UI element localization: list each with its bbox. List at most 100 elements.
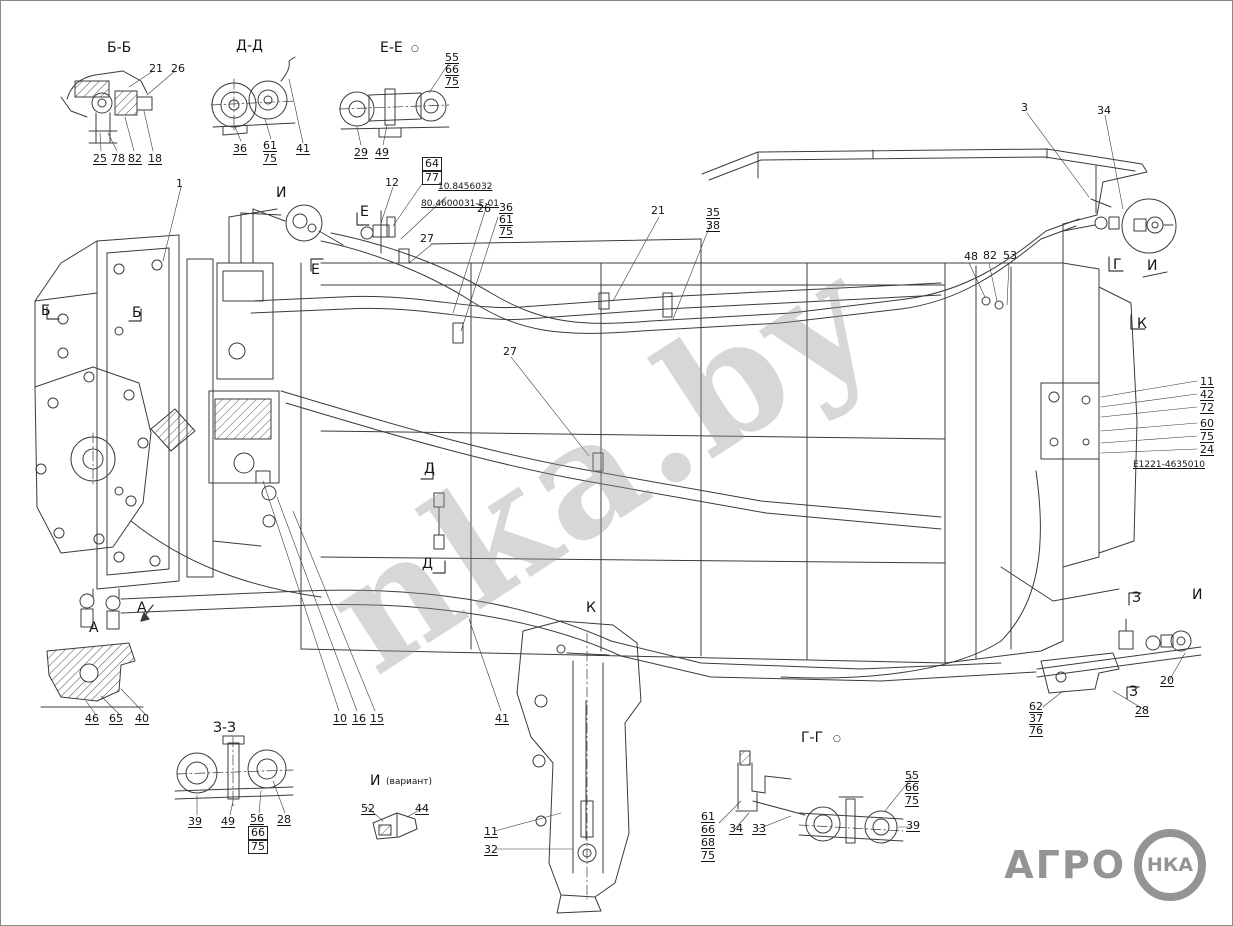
part-callout: (вариант): [386, 777, 433, 787]
part-callout: 21: [149, 62, 163, 75]
view-letter: З: [1132, 590, 1141, 606]
part-callout: 55: [445, 51, 459, 64]
part-callout: 29: [354, 146, 368, 159]
part-callout: ○: [411, 44, 419, 54]
part-callout: 36: [499, 201, 513, 214]
part-callout: 32: [484, 843, 498, 856]
part-callout: 48: [964, 250, 978, 263]
view-letter: А: [137, 600, 147, 616]
section-gg-view: [735, 750, 904, 844]
part-callout: 75: [445, 75, 459, 88]
part-callout: 11: [484, 825, 498, 838]
part-callout: 42: [1200, 388, 1214, 401]
part-code: 80.4600031-Е-01: [421, 199, 500, 209]
part-callout: 65: [109, 712, 123, 725]
part-callout: 39: [188, 815, 202, 828]
part-code: 10.8456032: [438, 182, 493, 192]
part-callout: 12: [385, 176, 399, 189]
part-callout: 62: [1029, 700, 1043, 713]
part-callout: 28: [1135, 704, 1149, 717]
part-callout: 33: [752, 822, 766, 835]
leader-lines: [85, 62, 1198, 850]
part-callout: 36: [233, 142, 247, 155]
part-callout: 66: [445, 63, 459, 76]
variant-fitting: [372, 812, 418, 840]
section-title: Г-Г: [801, 730, 824, 746]
section-zz-view: [174, 735, 294, 800]
hydraulic-pipes: [120, 218, 1080, 682]
view-letter: З: [1129, 684, 1138, 700]
part-callout: 75: [905, 794, 919, 807]
part-callout: 61: [499, 213, 513, 226]
part-callout: 60: [1200, 417, 1214, 430]
part-callout: 34: [1097, 104, 1111, 117]
section-title: Е-Е: [380, 40, 403, 56]
section-dd-view: [211, 56, 296, 136]
part-callout: 82: [128, 152, 142, 165]
part-callout: 1: [176, 177, 183, 190]
view-letter: И: [370, 773, 381, 789]
view-letter: Е: [311, 262, 320, 278]
part-code: Е1221-4635010: [1133, 460, 1205, 470]
part-callout: 41: [296, 142, 310, 155]
front-assembly: [34, 234, 180, 630]
part-callout: 16: [352, 712, 366, 725]
part-callout: 53: [1003, 249, 1017, 262]
part-callout: 75: [248, 840, 268, 854]
view-letter: Г: [1113, 257, 1122, 273]
logo-circle: НКА: [1134, 829, 1206, 901]
tie-rod-assembly: [1036, 618, 1202, 694]
part-callout: 3: [1021, 101, 1028, 114]
part-callout: 66: [905, 781, 919, 794]
part-callout: 28: [277, 813, 291, 826]
part-callout: 25: [93, 152, 107, 165]
part-callout: 37: [1029, 712, 1043, 725]
part-callout: 66: [248, 826, 268, 840]
pump-block: [150, 204, 410, 578]
part-callout: 52: [361, 802, 375, 815]
logo: АГРО НКА: [1004, 829, 1206, 901]
part-callout: 26: [171, 62, 185, 75]
part-callout: 76: [1029, 724, 1043, 737]
part-callout: 61: [701, 810, 715, 823]
part-callout: 82: [983, 249, 997, 262]
section-title: К: [586, 600, 596, 616]
part-callout: 68: [701, 836, 715, 849]
part-callout: 27: [420, 232, 434, 245]
part-callout: 44: [415, 802, 429, 815]
view-letter: Д: [422, 556, 433, 572]
part-callout: 77: [422, 171, 442, 185]
section-title: З-З: [213, 720, 237, 736]
section-title: А: [89, 620, 99, 636]
section-a-view: [40, 642, 144, 708]
logo-text-nka: НКА: [1146, 854, 1194, 876]
chassis-frame: [300, 238, 946, 664]
section-title: Д-Д: [236, 38, 263, 54]
part-callout: 20: [1160, 674, 1174, 687]
part-callout: 39: [906, 819, 920, 832]
view-letter: И: [1192, 587, 1203, 603]
part-callout: 34: [729, 822, 743, 835]
part-callout: 24: [1200, 443, 1214, 456]
part-callout: 61: [263, 139, 277, 152]
logo-text-agro: АГРО: [1004, 843, 1126, 887]
part-callout: 64: [422, 157, 442, 171]
part-callout: 10: [333, 712, 347, 725]
part-callout: 21: [651, 204, 665, 217]
view-letter: Е: [360, 204, 369, 220]
cab-floor-outline: [701, 148, 1148, 225]
part-callout: 15: [370, 712, 384, 725]
view-letter: И: [1147, 258, 1158, 274]
part-callout: ○: [833, 734, 841, 744]
part-callout: 41: [495, 712, 509, 725]
part-callout: 35: [706, 206, 720, 219]
part-callout: 56: [250, 812, 264, 825]
part-callout: 27: [503, 345, 517, 358]
view-letter: Д: [424, 461, 435, 477]
axis-lines: [92, 78, 904, 900]
part-callout: 38: [706, 219, 720, 232]
view-letter: Б: [41, 303, 51, 319]
part-callout: 40: [135, 712, 149, 725]
